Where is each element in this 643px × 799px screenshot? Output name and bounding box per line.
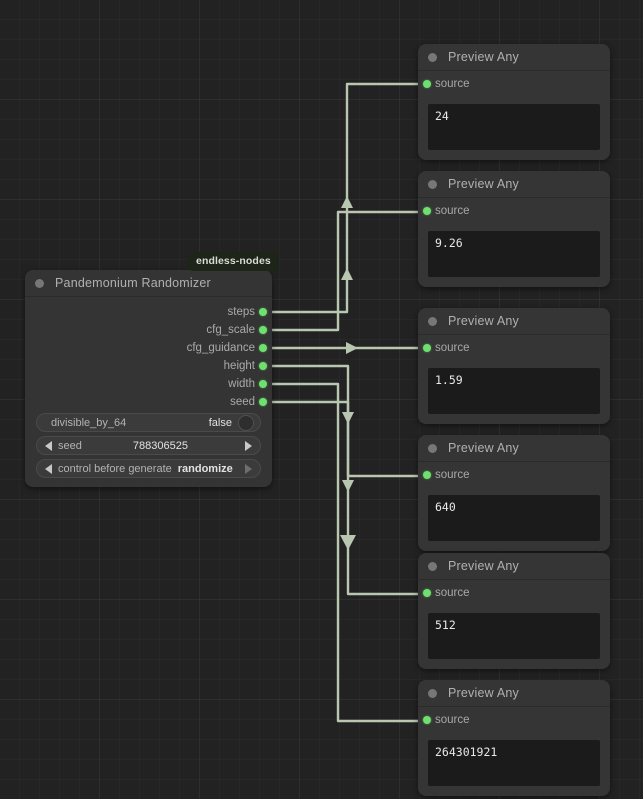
input-slot-source[interactable]: source bbox=[418, 462, 610, 488]
slot-dot-icon[interactable] bbox=[259, 308, 267, 316]
node-titlebar[interactable]: Preview Any bbox=[418, 308, 610, 335]
slot-dot-icon[interactable] bbox=[423, 716, 431, 724]
arrow-left-icon[interactable] bbox=[45, 463, 52, 474]
input-slot-label: source bbox=[435, 78, 470, 90]
input-slot-label: source bbox=[435, 205, 470, 217]
node-preview-any[interactable]: Preview Any source 9.26 bbox=[418, 171, 610, 287]
preview-output-text: 9.26 bbox=[435, 236, 463, 250]
output-slot-seed[interactable]: seed bbox=[25, 393, 272, 411]
output-slot-height[interactable]: height bbox=[25, 357, 272, 375]
widget-seed[interactable]: seed 788306525 bbox=[36, 436, 261, 455]
node-pandemonium-randomizer[interactable]: endless-nodes Pandemonium Randomizer ste… bbox=[25, 252, 279, 487]
input-slot-source[interactable]: source bbox=[418, 198, 610, 224]
output-slot-label: cfg_scale bbox=[206, 324, 255, 336]
collapse-dot-icon[interactable] bbox=[428, 52, 437, 62]
preview-output-box[interactable]: 264301921 bbox=[428, 740, 600, 786]
preview-output-text: 512 bbox=[435, 618, 456, 632]
node-title: Preview Any bbox=[448, 177, 519, 191]
slot-dot-icon[interactable] bbox=[259, 344, 267, 352]
node-titlebar[interactable]: Preview Any bbox=[418, 44, 610, 71]
output-slot-label: steps bbox=[227, 306, 256, 318]
node-preview-any[interactable]: Preview Any source 512 bbox=[418, 553, 610, 669]
node-titlebar[interactable]: Preview Any bbox=[418, 680, 610, 707]
output-slot-list: steps cfg_scale cfg_guidance height widt… bbox=[25, 303, 272, 411]
input-slot-label: source bbox=[435, 469, 470, 481]
input-slot-label: source bbox=[435, 587, 470, 599]
node-titlebar[interactable]: Pandemonium Randomizer bbox=[25, 270, 272, 297]
arrow-right-icon[interactable] bbox=[245, 440, 253, 451]
collapse-dot-icon[interactable] bbox=[428, 179, 437, 189]
input-slot-source[interactable]: source bbox=[418, 580, 610, 606]
slot-dot-icon[interactable] bbox=[259, 326, 267, 334]
output-slot-cfg-scale[interactable]: cfg_scale bbox=[25, 321, 272, 339]
collapse-dot-icon[interactable] bbox=[428, 316, 437, 326]
node-preview-any[interactable]: Preview Any source 24 bbox=[418, 44, 610, 160]
widget-value: false bbox=[208, 416, 232, 429]
slot-dot-icon[interactable] bbox=[423, 344, 431, 352]
widget-label: control before generate bbox=[58, 462, 172, 475]
slot-dot-icon[interactable] bbox=[423, 207, 431, 215]
node-badge-endless-nodes: endless-nodes bbox=[188, 252, 279, 271]
node-preview-any[interactable]: Preview Any source 264301921 bbox=[418, 680, 610, 796]
widget-value[interactable]: randomize bbox=[177, 462, 233, 475]
output-slot-label: height bbox=[223, 360, 255, 372]
node-title: Preview Any bbox=[448, 314, 519, 328]
widget-control-before-generate[interactable]: control before generate randomize bbox=[36, 459, 261, 478]
node-title: Preview Any bbox=[448, 50, 519, 64]
input-slot-source[interactable]: source bbox=[418, 71, 610, 97]
collapse-dot-icon[interactable] bbox=[428, 561, 437, 571]
preview-output-box[interactable]: 512 bbox=[428, 613, 600, 659]
slot-dot-icon[interactable] bbox=[423, 589, 431, 597]
node-title: Preview Any bbox=[448, 559, 519, 573]
input-slot-source[interactable]: source bbox=[418, 707, 610, 733]
node-preview-any[interactable]: Preview Any source 1.59 bbox=[418, 308, 610, 424]
preview-output-text: 1.59 bbox=[435, 373, 463, 387]
toggle-knob-icon[interactable] bbox=[238, 414, 254, 431]
slot-dot-icon[interactable] bbox=[259, 380, 267, 388]
preview-output-box[interactable]: 1.59 bbox=[428, 368, 600, 414]
widget-value[interactable]: 788306525 bbox=[132, 439, 188, 452]
slot-dot-icon[interactable] bbox=[259, 398, 267, 406]
widget-label: divisible_by_64 bbox=[51, 416, 127, 429]
preview-output-text: 24 bbox=[435, 109, 449, 123]
node-title: Preview Any bbox=[448, 441, 519, 455]
node-titlebar[interactable]: Preview Any bbox=[418, 435, 610, 462]
output-slot-label: seed bbox=[230, 396, 255, 408]
slot-dot-icon[interactable] bbox=[423, 80, 431, 88]
collapse-dot-icon[interactable] bbox=[35, 278, 44, 288]
widget-list: divisible_by_64 false seed 788306525 con… bbox=[36, 413, 261, 482]
slot-dot-icon[interactable] bbox=[423, 471, 431, 479]
node-title: Pandemonium Randomizer bbox=[55, 276, 211, 290]
node-title: Preview Any bbox=[448, 686, 519, 700]
collapse-dot-icon[interactable] bbox=[428, 443, 437, 453]
preview-output-box[interactable]: 640 bbox=[428, 495, 600, 541]
preview-output-box[interactable]: 9.26 bbox=[428, 231, 600, 277]
preview-output-text: 640 bbox=[435, 500, 456, 514]
input-slot-label: source bbox=[435, 714, 470, 726]
link-direction-arrows bbox=[340, 196, 358, 550]
input-slot-source[interactable]: source bbox=[418, 335, 610, 361]
preview-output-box[interactable]: 24 bbox=[428, 104, 600, 150]
node-titlebar[interactable]: Preview Any bbox=[418, 171, 610, 198]
output-slot-width[interactable]: width bbox=[25, 375, 272, 393]
input-slot-label: source bbox=[435, 342, 470, 354]
arrow-left-icon[interactable] bbox=[45, 440, 52, 451]
preview-output-text: 264301921 bbox=[435, 745, 498, 759]
output-slot-label: width bbox=[228, 378, 255, 390]
slot-dot-icon[interactable] bbox=[259, 362, 267, 370]
widget-divisible-by-64[interactable]: divisible_by_64 false bbox=[36, 413, 261, 432]
collapse-dot-icon[interactable] bbox=[428, 688, 437, 698]
node-preview-any[interactable]: Preview Any source 640 bbox=[418, 435, 610, 551]
output-slot-steps[interactable]: steps bbox=[25, 303, 272, 321]
widget-label: seed bbox=[58, 439, 82, 452]
arrow-right-icon[interactable] bbox=[245, 463, 252, 474]
output-slot-cfg-guidance[interactable]: cfg_guidance bbox=[25, 339, 272, 357]
node-titlebar[interactable]: Preview Any bbox=[418, 553, 610, 580]
output-slot-label: cfg_guidance bbox=[186, 342, 255, 354]
